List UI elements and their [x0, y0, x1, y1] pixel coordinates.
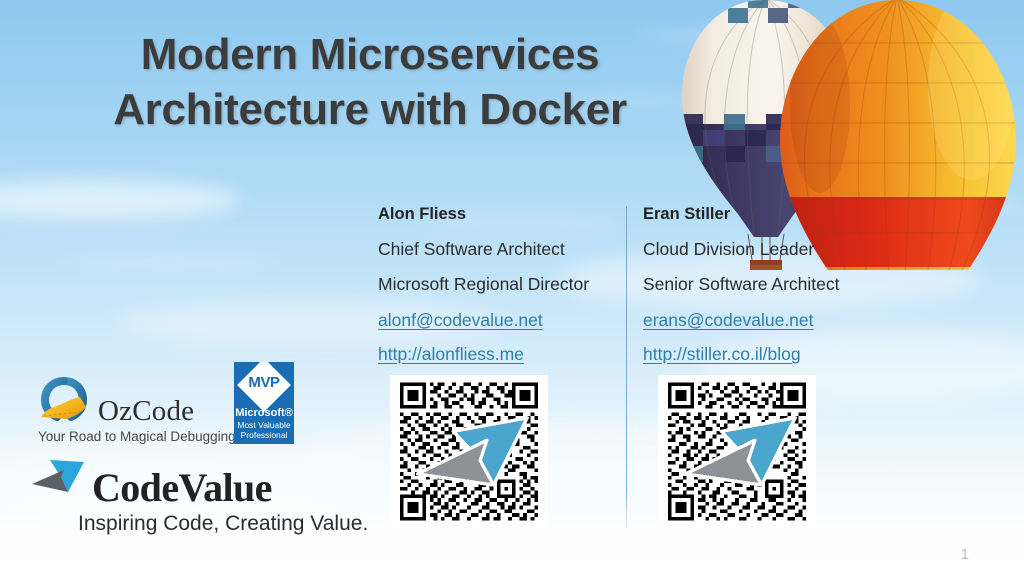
slide-title-line-1: Modern Microservices: [140, 30, 600, 79]
mvp-label: MVP: [248, 374, 280, 391]
codevalue-wordmark: CodeValue: [92, 465, 272, 510]
speaker-name: Alon Fliess: [378, 205, 467, 223]
codevalue-mark-icon: [32, 460, 84, 492]
slide-page-number: 1: [960, 546, 969, 563]
speaker-role-secondary: Senior Software Architect: [643, 274, 840, 294]
speaker-website-link[interactable]: http://stiller.co.il/blog: [643, 344, 801, 364]
qr-code-alon-fliess[interactable]: [390, 375, 548, 528]
ozcode-wordmark: OzCode: [98, 395, 195, 427]
speaker-role-primary: Chief Software Architect: [378, 238, 565, 259]
mvp-line-2: Professional: [240, 430, 288, 440]
speaker-email-link[interactable]: erans@codevalue.net: [643, 309, 814, 330]
speaker-email-link[interactable]: alonf@codevalue.net: [378, 309, 543, 330]
ozcode-mark-icon: [40, 377, 88, 421]
codevalue-tagline: Inspiring Code, Creating Value.: [78, 512, 369, 535]
mvp-line-1: Most Valuable: [237, 419, 291, 430]
mvp-diamond-icon: MVP: [234, 362, 294, 412]
speaker-role-secondary: Microsoft Regional Director: [378, 274, 590, 294]
codevalue-logo: CodeValue Inspiring Code, Creating Value…: [30, 458, 368, 538]
mvp-company: Microsoft®: [235, 407, 293, 419]
microsoft-mvp-badge: MVP Microsoft® Most Valuable Professiona…: [234, 362, 294, 444]
speaker-name: Eran Stiller: [643, 205, 731, 223]
speaker-website-link[interactable]: http://alonfliess.me: [378, 344, 524, 364]
ozcode-logo: OzCode Your Road to Magical Debugging: [36, 377, 236, 445]
speaker-role-primary: Cloud Division Leader: [643, 238, 815, 259]
qr-code-eran-stiller[interactable]: [658, 375, 816, 528]
speaker-column-divider: [626, 206, 627, 528]
speaker-block-eran-stiller: Eran Stiller Cloud Division Leader Senio…: [643, 206, 883, 381]
speaker-block-alon-fliess: Alon Fliess Chief Software Architect Mic…: [378, 206, 618, 381]
slide-title-line-2: Architecture with Docker: [113, 84, 627, 134]
slide-title: Modern Microservices Architecture with D…: [60, 28, 680, 137]
ozcode-tagline: Your Road to Magical Debugging: [38, 429, 236, 444]
